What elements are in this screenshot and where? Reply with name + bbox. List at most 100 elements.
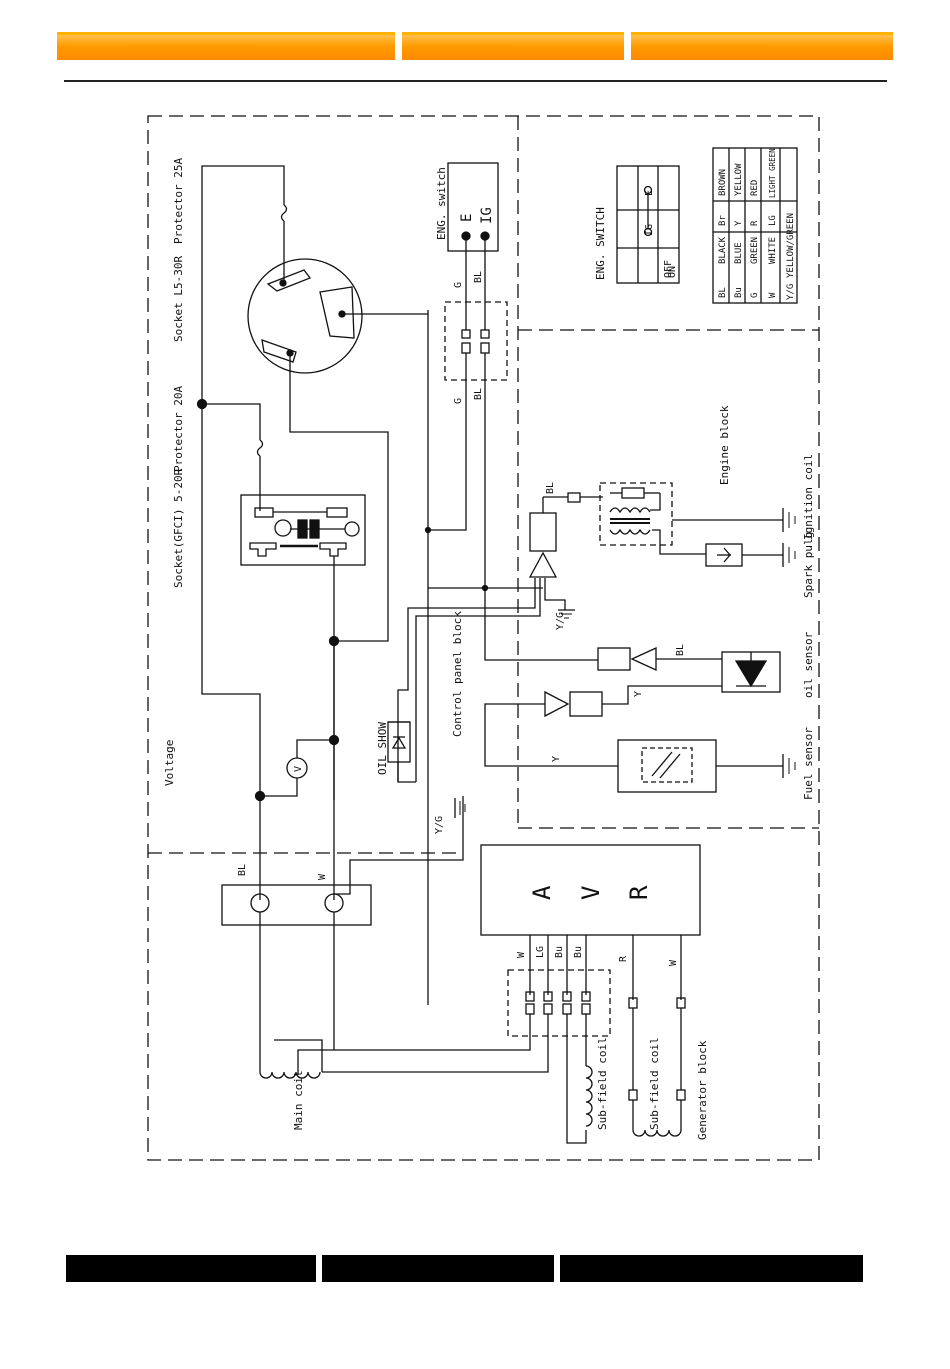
label-eng-switch-upper: ENG. SWITCH xyxy=(594,207,607,280)
label-control-panel-block: Control panel block xyxy=(451,611,464,737)
switch-connector-pins xyxy=(461,329,490,354)
tag-w-avr: W xyxy=(516,951,527,958)
eng-switch-row-on: ON xyxy=(667,266,678,278)
tag-bl-oil: BL xyxy=(675,644,686,656)
legend-color: BROWN xyxy=(718,169,728,196)
tag-bu-avr-2: Bu xyxy=(573,946,584,958)
switch-terminal-ig: IG xyxy=(479,207,495,224)
main-runs xyxy=(196,398,340,900)
avr-box xyxy=(480,844,701,936)
sub-field-coil-1 xyxy=(585,1065,593,1127)
legend-code: W xyxy=(768,292,778,298)
label-protector-25a: Protector 25A xyxy=(172,158,185,244)
legend-code: LG xyxy=(768,215,778,226)
block-boundaries xyxy=(147,115,820,1161)
tag-y-fuel: Y xyxy=(551,756,562,762)
legend-code: Y/G xyxy=(786,284,796,300)
legend-code: Y xyxy=(734,220,744,226)
footer-bar-segment xyxy=(560,1255,863,1282)
ignition-module xyxy=(528,492,603,619)
eng-switch-lower xyxy=(447,162,499,330)
header-bar xyxy=(57,32,893,60)
footer-bar xyxy=(66,1255,863,1282)
output-terminal-block xyxy=(221,828,464,1075)
tag-bl-output: BL xyxy=(237,864,248,876)
tag-g-switch: G xyxy=(453,282,464,288)
legend-color: BLUE xyxy=(734,242,744,264)
ground-ignition-coil xyxy=(782,508,796,532)
label-eng-switch-lower: ENG. switch xyxy=(435,167,448,240)
avr-letter-a: A xyxy=(528,885,556,900)
label-engine-block: Engine block xyxy=(718,405,731,485)
legend-color: YELLOW/GREEN xyxy=(786,213,796,278)
tag-bu-avr-1: Bu xyxy=(554,946,565,958)
tag-bl-connector: BL xyxy=(473,388,484,400)
tag-yg-ignition: Y/G xyxy=(555,612,566,630)
footer-bar-segment xyxy=(66,1255,316,1282)
label-sub-field-coil-2: Sub-field coil xyxy=(648,1037,661,1130)
switch-connector xyxy=(444,301,508,381)
eng-switch-table xyxy=(616,165,680,284)
tag-bl-switch: BL xyxy=(473,271,484,283)
fuel-sensor-wiring xyxy=(484,703,796,793)
ignition-coil-transformer xyxy=(599,482,783,555)
color-legend-text: BL BLACK Br BROWN Bu BLUE Y YELLOW G GRE… xyxy=(718,148,796,300)
label-socket-l5-30r: Socket L5-30R xyxy=(172,256,185,342)
legend-code: G xyxy=(750,293,760,298)
main-coil xyxy=(259,1039,323,1079)
legend-color: WHITE xyxy=(768,237,778,264)
diagram-labels: Protector 25A Socket L5-30R Protector 20… xyxy=(163,158,815,1140)
wire-tags: G BL G BL BL Y/G BL Y Y Y/G BL W W LG Bu… xyxy=(237,271,686,966)
avr-letter-r: R xyxy=(625,885,653,900)
tag-yg-control: Y/G xyxy=(434,816,445,834)
tag-w-output: W xyxy=(317,873,328,880)
avr-letters: A V R xyxy=(528,885,653,900)
voltmeter-letter: V xyxy=(293,766,304,772)
label-socket-gfci: Socket(GFCI) 5-20R xyxy=(172,468,185,588)
label-protector-20a: Protector 20A xyxy=(172,386,185,472)
header-bar-segment xyxy=(402,32,624,60)
label-spark-plug: Spark pulg xyxy=(802,532,815,598)
label-generator-block: Generator block xyxy=(696,1040,709,1140)
ground-yg-control xyxy=(454,796,466,818)
tag-r-avr: R xyxy=(618,955,629,962)
color-legend-table xyxy=(712,147,798,304)
header-bar-segment xyxy=(57,32,395,60)
socket-l5-30r xyxy=(247,258,363,374)
avr-leads xyxy=(529,935,682,1000)
tag-bl-ignition: BL xyxy=(545,482,556,494)
label-main-coil: Main coil xyxy=(292,1070,305,1130)
header-rule xyxy=(64,80,887,82)
legend-code: R xyxy=(750,220,760,226)
tag-lg-avr: LG xyxy=(535,946,546,958)
tag-y-oil: Y xyxy=(633,691,644,697)
avr-connector xyxy=(322,969,611,1144)
oil-show-lamp xyxy=(387,721,416,783)
legend-code: Br xyxy=(718,215,728,226)
label-voltage: Voltage xyxy=(163,740,176,786)
tag-g-connector: G xyxy=(453,398,464,404)
eng-switch-row-off: OFF xyxy=(663,260,674,278)
label-fuel-sensor: Fuel sensor xyxy=(802,727,815,800)
label-oil-sensor: oil sensor xyxy=(802,631,815,698)
voltmeter xyxy=(260,739,334,797)
switch-terminal-e: E xyxy=(459,214,475,222)
legend-color: RED xyxy=(750,180,760,196)
legend-code: BL xyxy=(718,287,728,298)
avr-letter-v: V xyxy=(577,886,605,900)
socket-gfci-5-20r xyxy=(240,494,366,800)
outer-boundary xyxy=(147,115,820,1161)
eng-switch-header-ig: IG xyxy=(644,224,655,236)
legend-color: GREEN xyxy=(750,237,760,264)
tag-w-avr-2: W xyxy=(668,959,679,966)
protector-20a-wiring xyxy=(202,403,264,511)
spark-plug xyxy=(705,543,796,567)
eng-switch-header-e: E xyxy=(644,190,655,196)
symbol-letters: V E IG xyxy=(293,207,495,772)
label-sub-field-coil-1: Sub-field coil xyxy=(596,1037,609,1130)
generator-block-connectors xyxy=(628,997,686,1137)
legend-code: Bu xyxy=(734,287,744,298)
label-ignition-coil: Ignition coil xyxy=(802,454,815,540)
legend-color: BLACK xyxy=(718,236,728,264)
